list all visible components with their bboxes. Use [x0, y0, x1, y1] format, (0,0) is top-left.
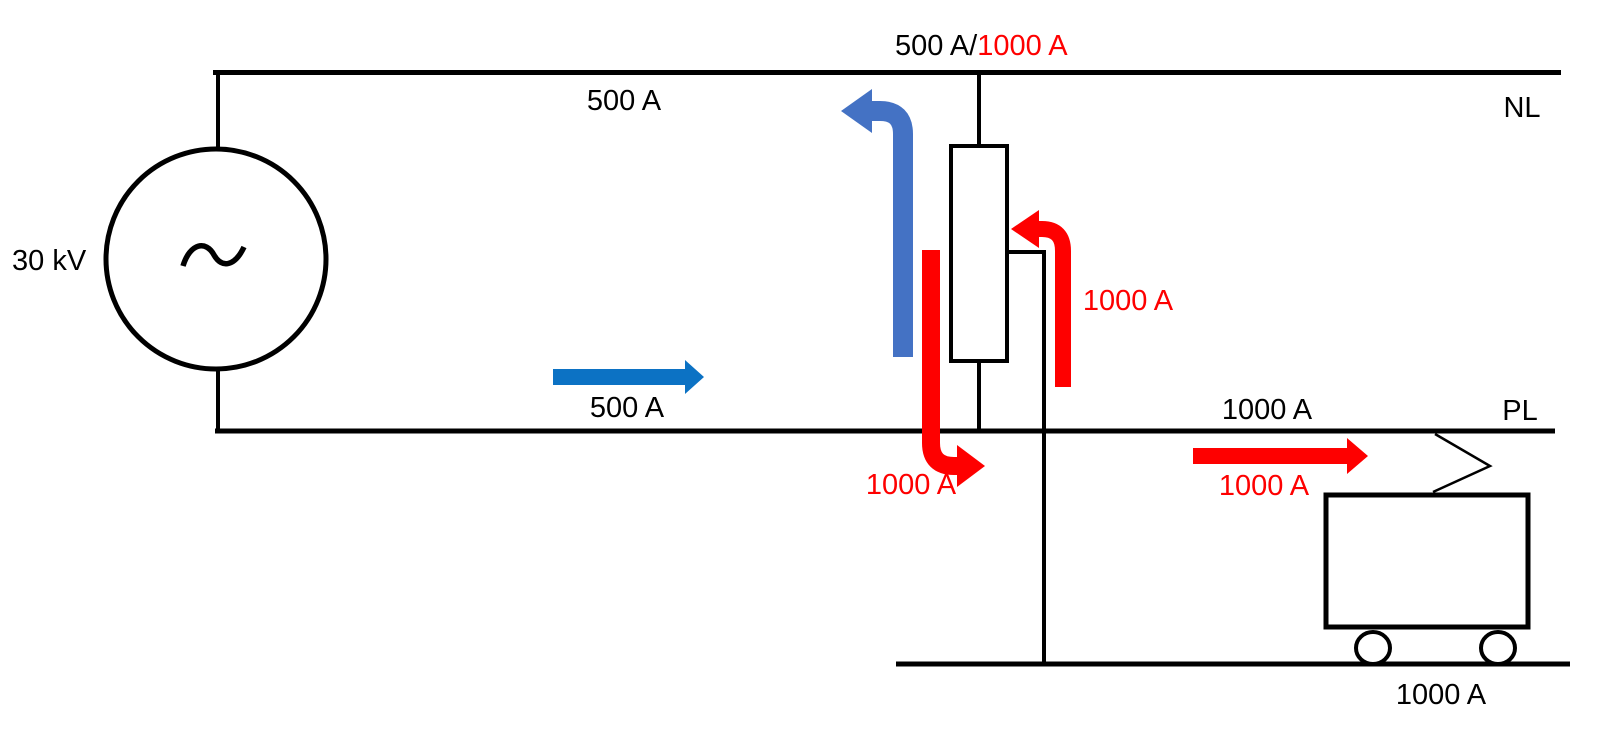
- red-pl-flow-arrow: [1193, 438, 1368, 474]
- junction-current-label: 500 A/1000 A: [895, 31, 1068, 61]
- blue-feeder-arrow: [553, 360, 704, 394]
- feeder-current-label: 500 A: [589, 392, 665, 424]
- nl-line-label: NL: [1503, 92, 1541, 124]
- train-wheel-rear: [1479, 630, 1517, 666]
- sine-wave-icon: [180, 243, 247, 267]
- red-transformer-down-arrow-head-icon: [957, 445, 985, 487]
- transformer-down-current-label: 1000 A: [865, 469, 957, 501]
- nl-current-label: 500 A: [586, 85, 662, 117]
- junction-current-red-part: 1000 A: [977, 30, 1068, 62]
- red-transformer-in-arrow: [1039, 221, 1071, 387]
- pl-flow-current-label: 1000 A: [1218, 470, 1310, 502]
- train-wheel-front: [1354, 630, 1392, 666]
- pl-line-label: PL: [1502, 395, 1538, 427]
- red-transformer-in-arrow-head-icon: [1011, 210, 1039, 248]
- source-voltage-label: 30 kV: [12, 245, 87, 277]
- autotransformer-body: [949, 144, 1009, 363]
- junction-current-blue-part: 500 A/: [895, 30, 978, 62]
- train-body: [1323, 492, 1531, 630]
- rail-current-label: 1000 A: [1395, 679, 1487, 711]
- blue-return-arrow-head-icon: [841, 89, 872, 133]
- transformer-in-current-label: 1000 A: [1082, 285, 1174, 317]
- blue-return-arrow: [872, 101, 913, 357]
- pl-current-label: 1000 A: [1221, 394, 1313, 426]
- red-transformer-down-arrow: [922, 250, 957, 475]
- pantograph: [1432, 432, 1493, 494]
